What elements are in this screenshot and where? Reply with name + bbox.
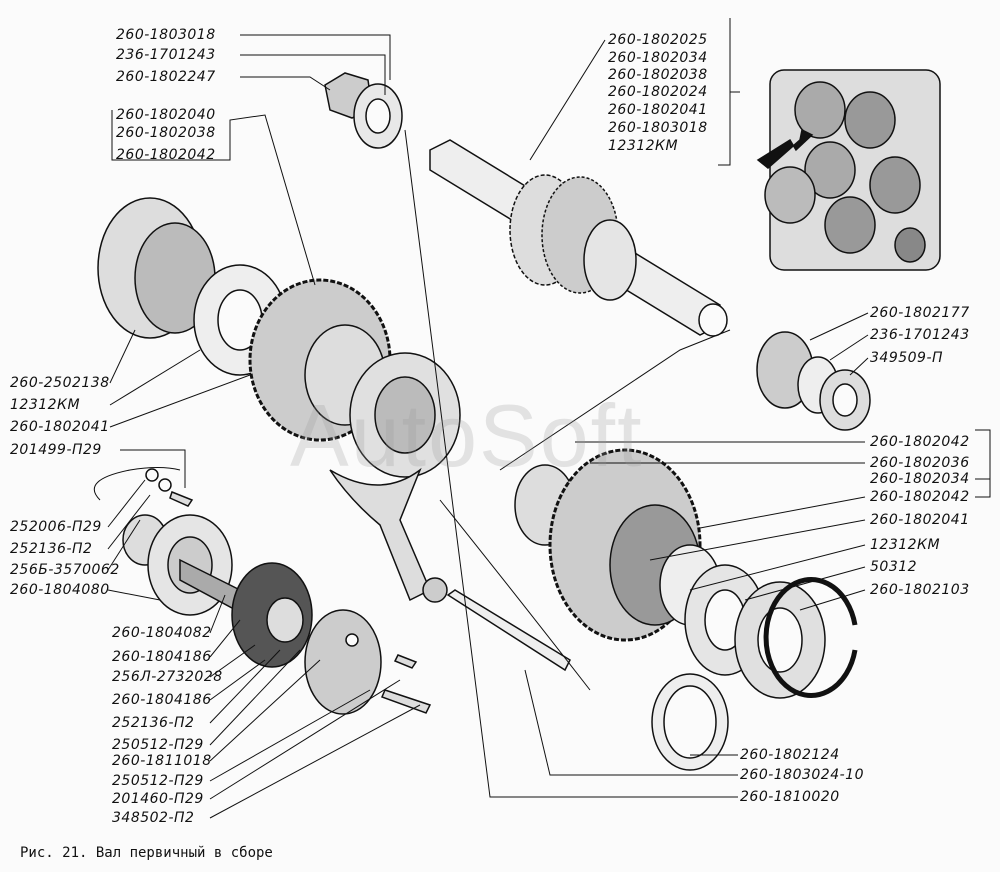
part-label: 260-1802042	[116, 147, 216, 163]
watermark: AutoSoft	[290, 386, 644, 485]
part-label: 260-1802024	[608, 84, 708, 100]
part-label: 260-1803018	[608, 120, 708, 136]
part-label: 260-1802042	[870, 489, 970, 505]
sleeve-bearing-small	[756, 331, 871, 431]
part-label: 260-1802034	[870, 471, 970, 487]
gear-cluster-right	[514, 448, 858, 771]
part-label: 260-1811018	[112, 753, 212, 769]
part-label: 260-1802038	[608, 67, 708, 83]
part-label: 260-1802247	[116, 69, 216, 85]
part-label: 260-1802177	[870, 305, 970, 321]
part-label: 260-1803018	[116, 27, 216, 43]
gearbox-inset-illustration	[756, 69, 941, 271]
part-label: 260-1810020	[740, 789, 840, 805]
part-label: 260-1802036	[870, 455, 970, 471]
part-label: 250512-П29	[112, 773, 204, 789]
part-label: 260-1802041	[608, 102, 708, 118]
part-label: 12312КМ	[870, 537, 941, 553]
figure-caption: Рис. 21. Вал первичный в сборе	[20, 845, 273, 861]
part-label: 260-1802038	[116, 125, 216, 141]
part-label: 256Б-3570062	[10, 562, 120, 578]
part-label: 260-1802025	[608, 32, 708, 48]
part-label: 349509-П	[870, 350, 944, 366]
part-label: 256Л-2732028	[112, 669, 223, 685]
part-label: 12312КМ	[608, 138, 679, 154]
part-label: 252136-П2	[112, 715, 195, 731]
part-label: 260-1804082	[112, 625, 212, 641]
part-label: 260-1803024-10	[740, 767, 864, 783]
part-label: 260-1802034	[608, 50, 708, 66]
part-label: 260-1804080	[10, 582, 110, 598]
part-label: 252006-П29	[10, 519, 102, 535]
leader-lines	[107, 18, 991, 819]
part-label: 250512-П29	[112, 737, 204, 753]
part-label: 260-1802040	[116, 107, 216, 123]
part-label: 260-2502138	[10, 375, 110, 391]
part-label: 236-1701243	[870, 327, 970, 343]
part-label: 260-1802042	[870, 434, 970, 450]
gear-cluster-left	[97, 197, 461, 478]
part-label: 348502-П2	[112, 810, 195, 826]
part-label: 260-1802041	[10, 419, 110, 435]
nut-and-washer	[324, 72, 403, 149]
shift-fork	[329, 467, 571, 672]
speedometer-drive-housing	[93, 467, 591, 715]
part-label: 260-1802124	[740, 747, 840, 763]
part-label: 260-1802103	[870, 582, 970, 598]
part-label: 260-1802041	[870, 512, 970, 528]
part-label: 236-1701243	[116, 47, 216, 63]
part-label: 201460-П29	[112, 791, 204, 807]
part-label: 260-1804186	[112, 692, 212, 708]
part-label: 252136-П2	[10, 541, 93, 557]
part-label: 50312	[870, 559, 918, 575]
part-label: 12312КМ	[10, 397, 81, 413]
part-label: 201499-П29	[10, 442, 102, 458]
part-label: 260-1804186	[112, 649, 212, 665]
primary-shaft	[429, 139, 728, 337]
